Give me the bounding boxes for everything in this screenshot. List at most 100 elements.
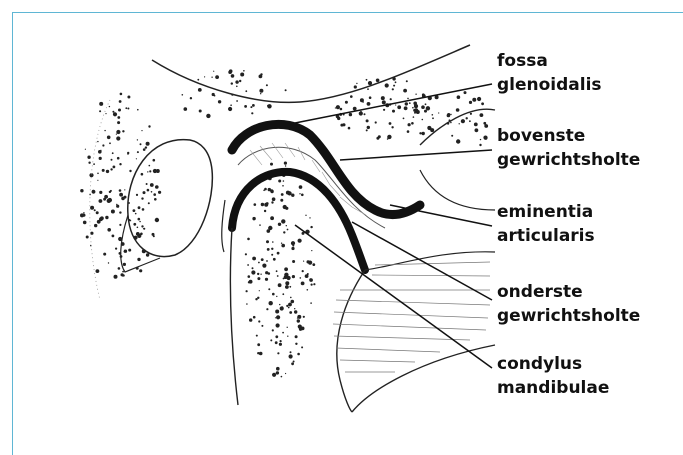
label-onderste-gewrichtsholte: onderste gewrichtsholte <box>497 280 640 328</box>
ear-canal-outline <box>128 140 213 257</box>
stipple-dot <box>133 209 136 212</box>
stipple-dot <box>385 83 389 87</box>
stipple-dot <box>285 285 289 289</box>
stipple-dot <box>127 108 129 110</box>
stipple-dot <box>259 75 263 79</box>
stipple-dot <box>477 97 481 101</box>
stipple-dot <box>283 180 285 182</box>
stipple-dot <box>275 335 278 338</box>
stipple-dot <box>253 257 255 259</box>
stipple-dot <box>113 112 117 116</box>
stipple-dot <box>275 310 279 314</box>
stipple-dot <box>142 208 145 211</box>
stipple-dot <box>356 83 357 84</box>
stipple-dot <box>288 303 290 305</box>
label-line: glenoidalis <box>497 73 602 97</box>
stipple-dot <box>276 323 280 327</box>
stipple-dot <box>118 109 121 112</box>
stipple-dot <box>218 100 221 103</box>
stipple-dot <box>407 98 409 100</box>
stipple-dot <box>450 114 451 115</box>
stipple-dot <box>251 112 253 114</box>
mandible-ramus-right <box>337 270 365 412</box>
stipple-dot <box>266 308 268 310</box>
stipple-dot <box>305 215 306 216</box>
stipple-dot <box>450 122 452 124</box>
stipple-dot <box>153 159 156 162</box>
stipple-dot <box>297 319 300 322</box>
stipple-dot <box>143 228 144 229</box>
stipple-dot <box>123 263 126 266</box>
stipple-dot <box>408 123 411 126</box>
stipple-dot <box>148 202 150 204</box>
stipple-dot <box>381 96 385 100</box>
stipple-dot <box>154 198 157 201</box>
stipple-dot <box>247 238 250 241</box>
stipple-dot <box>249 318 252 321</box>
stipple-dot <box>246 303 248 305</box>
stipple-dot <box>239 80 241 82</box>
stipple-dot <box>481 102 484 105</box>
stipple-dot <box>80 189 83 192</box>
stipple-dot <box>272 241 274 243</box>
stipple-dot <box>115 248 117 250</box>
stipple-dot <box>426 106 430 110</box>
articular-disc-inner <box>238 147 385 228</box>
stipple-dot <box>282 185 284 187</box>
stipple-dot <box>119 189 122 192</box>
stipple-dot <box>248 281 250 283</box>
stipple-dot <box>295 343 297 345</box>
stipple-dot <box>119 224 121 226</box>
stipple-dot <box>367 88 369 90</box>
stipple-dot <box>397 105 401 109</box>
stipple-dot <box>214 95 216 97</box>
stipple-dot <box>280 199 283 202</box>
stipple-dot <box>127 152 129 154</box>
stipple-dot <box>403 89 407 93</box>
stipple-dot <box>228 107 232 111</box>
stipple-dot <box>265 278 268 281</box>
stipple-dot <box>337 117 340 120</box>
stipple-dot <box>367 126 370 129</box>
stipple-dot <box>104 130 105 131</box>
stipple-dot <box>146 142 150 146</box>
stipple-dot <box>283 231 285 233</box>
stipple-dot <box>447 114 451 118</box>
stipple-dot <box>270 339 272 341</box>
stipple-dot <box>271 201 273 203</box>
stipple-dot <box>116 136 120 140</box>
stipple-dot <box>107 136 111 140</box>
stipple-dot <box>416 110 420 114</box>
stipple-dot <box>345 101 348 104</box>
stipple-dot <box>411 122 414 125</box>
stipple-dot <box>147 189 150 192</box>
stipple-dot <box>278 283 282 287</box>
stipple-dot <box>310 226 312 228</box>
stipple-dot <box>432 114 434 116</box>
stipple-dot <box>109 106 110 107</box>
stipple-dot <box>139 221 140 222</box>
stipple-dot <box>229 69 233 73</box>
stipple-dot <box>261 203 264 206</box>
stipple-dot <box>280 340 282 342</box>
stipple-dot <box>289 286 291 288</box>
stipple-dot <box>111 159 113 161</box>
stipple-dot <box>475 128 479 132</box>
stipple-dot <box>277 275 279 277</box>
label-eminentia-articularis: eminentia articularis <box>497 200 595 248</box>
stipple-dot <box>152 184 154 186</box>
stipple-dot <box>80 213 84 217</box>
stipple-dot <box>295 335 298 338</box>
stipple-dot <box>147 171 148 172</box>
stipple-dot <box>113 166 116 169</box>
stipple-dot <box>415 94 416 95</box>
stipple-dot <box>300 277 302 279</box>
stipple-dot <box>265 271 268 274</box>
stipple-dot <box>294 310 297 313</box>
stipple-dot <box>276 367 280 371</box>
stipple-dot <box>117 157 120 160</box>
stipple-dot <box>432 117 434 119</box>
stipple-dot <box>276 315 280 319</box>
stipple-dot <box>312 263 315 266</box>
stipple-dot <box>257 343 260 346</box>
